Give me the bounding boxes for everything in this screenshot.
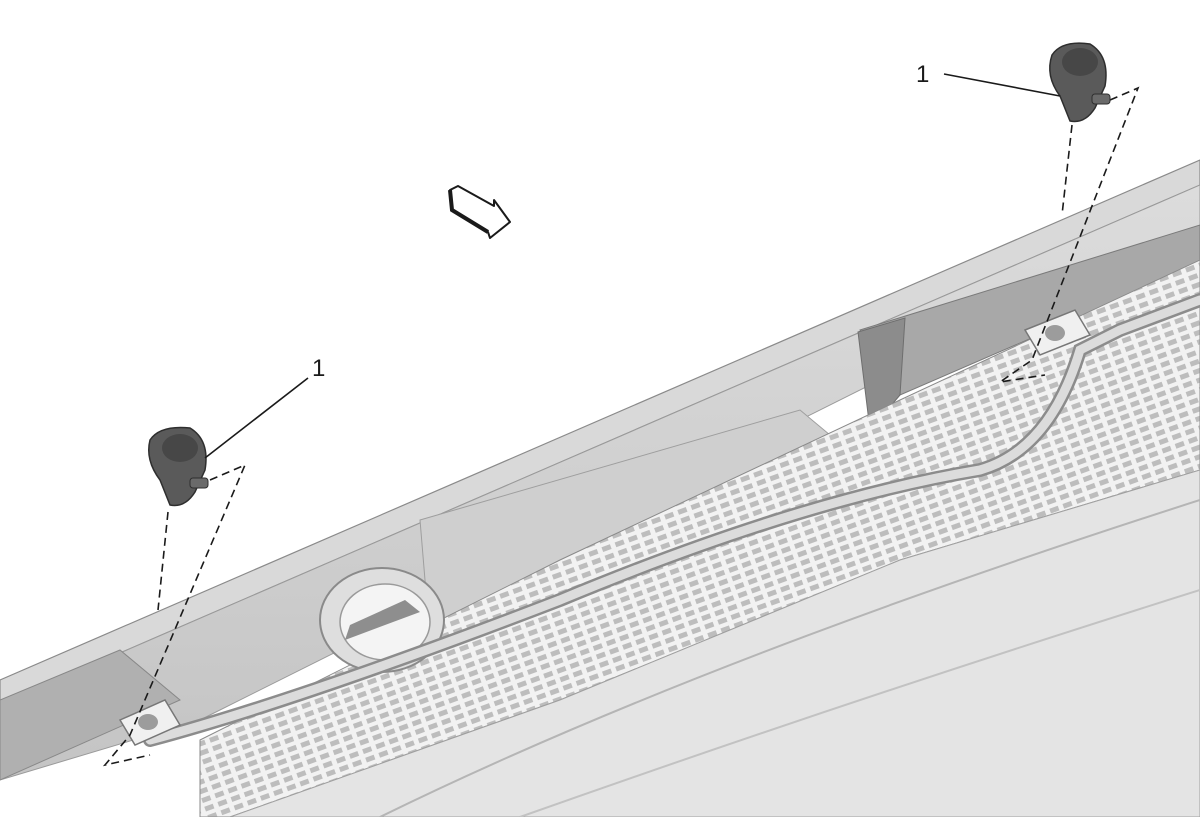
cowl-skirt-contour-2 [519,589,1200,817]
cowl-grommet [319,567,445,673]
cowl-recess-left [0,649,181,781]
cowl-divider [857,317,906,432]
cowl-skirt-contour [379,499,1200,817]
washer-nozzle-icon [148,426,209,507]
cowl-top-flange [0,159,1200,706]
callout-label-left: 1 [312,355,325,382]
install-guide-left [102,463,247,767]
washer-hose [143,293,1200,747]
nozzle-mount-left [118,699,182,746]
cowl-panel [0,159,1200,817]
front-direction-arrow-icon [448,185,511,239]
callout-label-right: 1 [916,61,929,88]
cowl-lower-skirt [229,469,1200,817]
callout-leader-left [204,377,309,459]
nozzle-mount-right [1023,309,1092,356]
callout-leader-right [943,73,1061,97]
washer-nozzle-icon [1049,42,1111,123]
install-guide-right [999,86,1140,383]
